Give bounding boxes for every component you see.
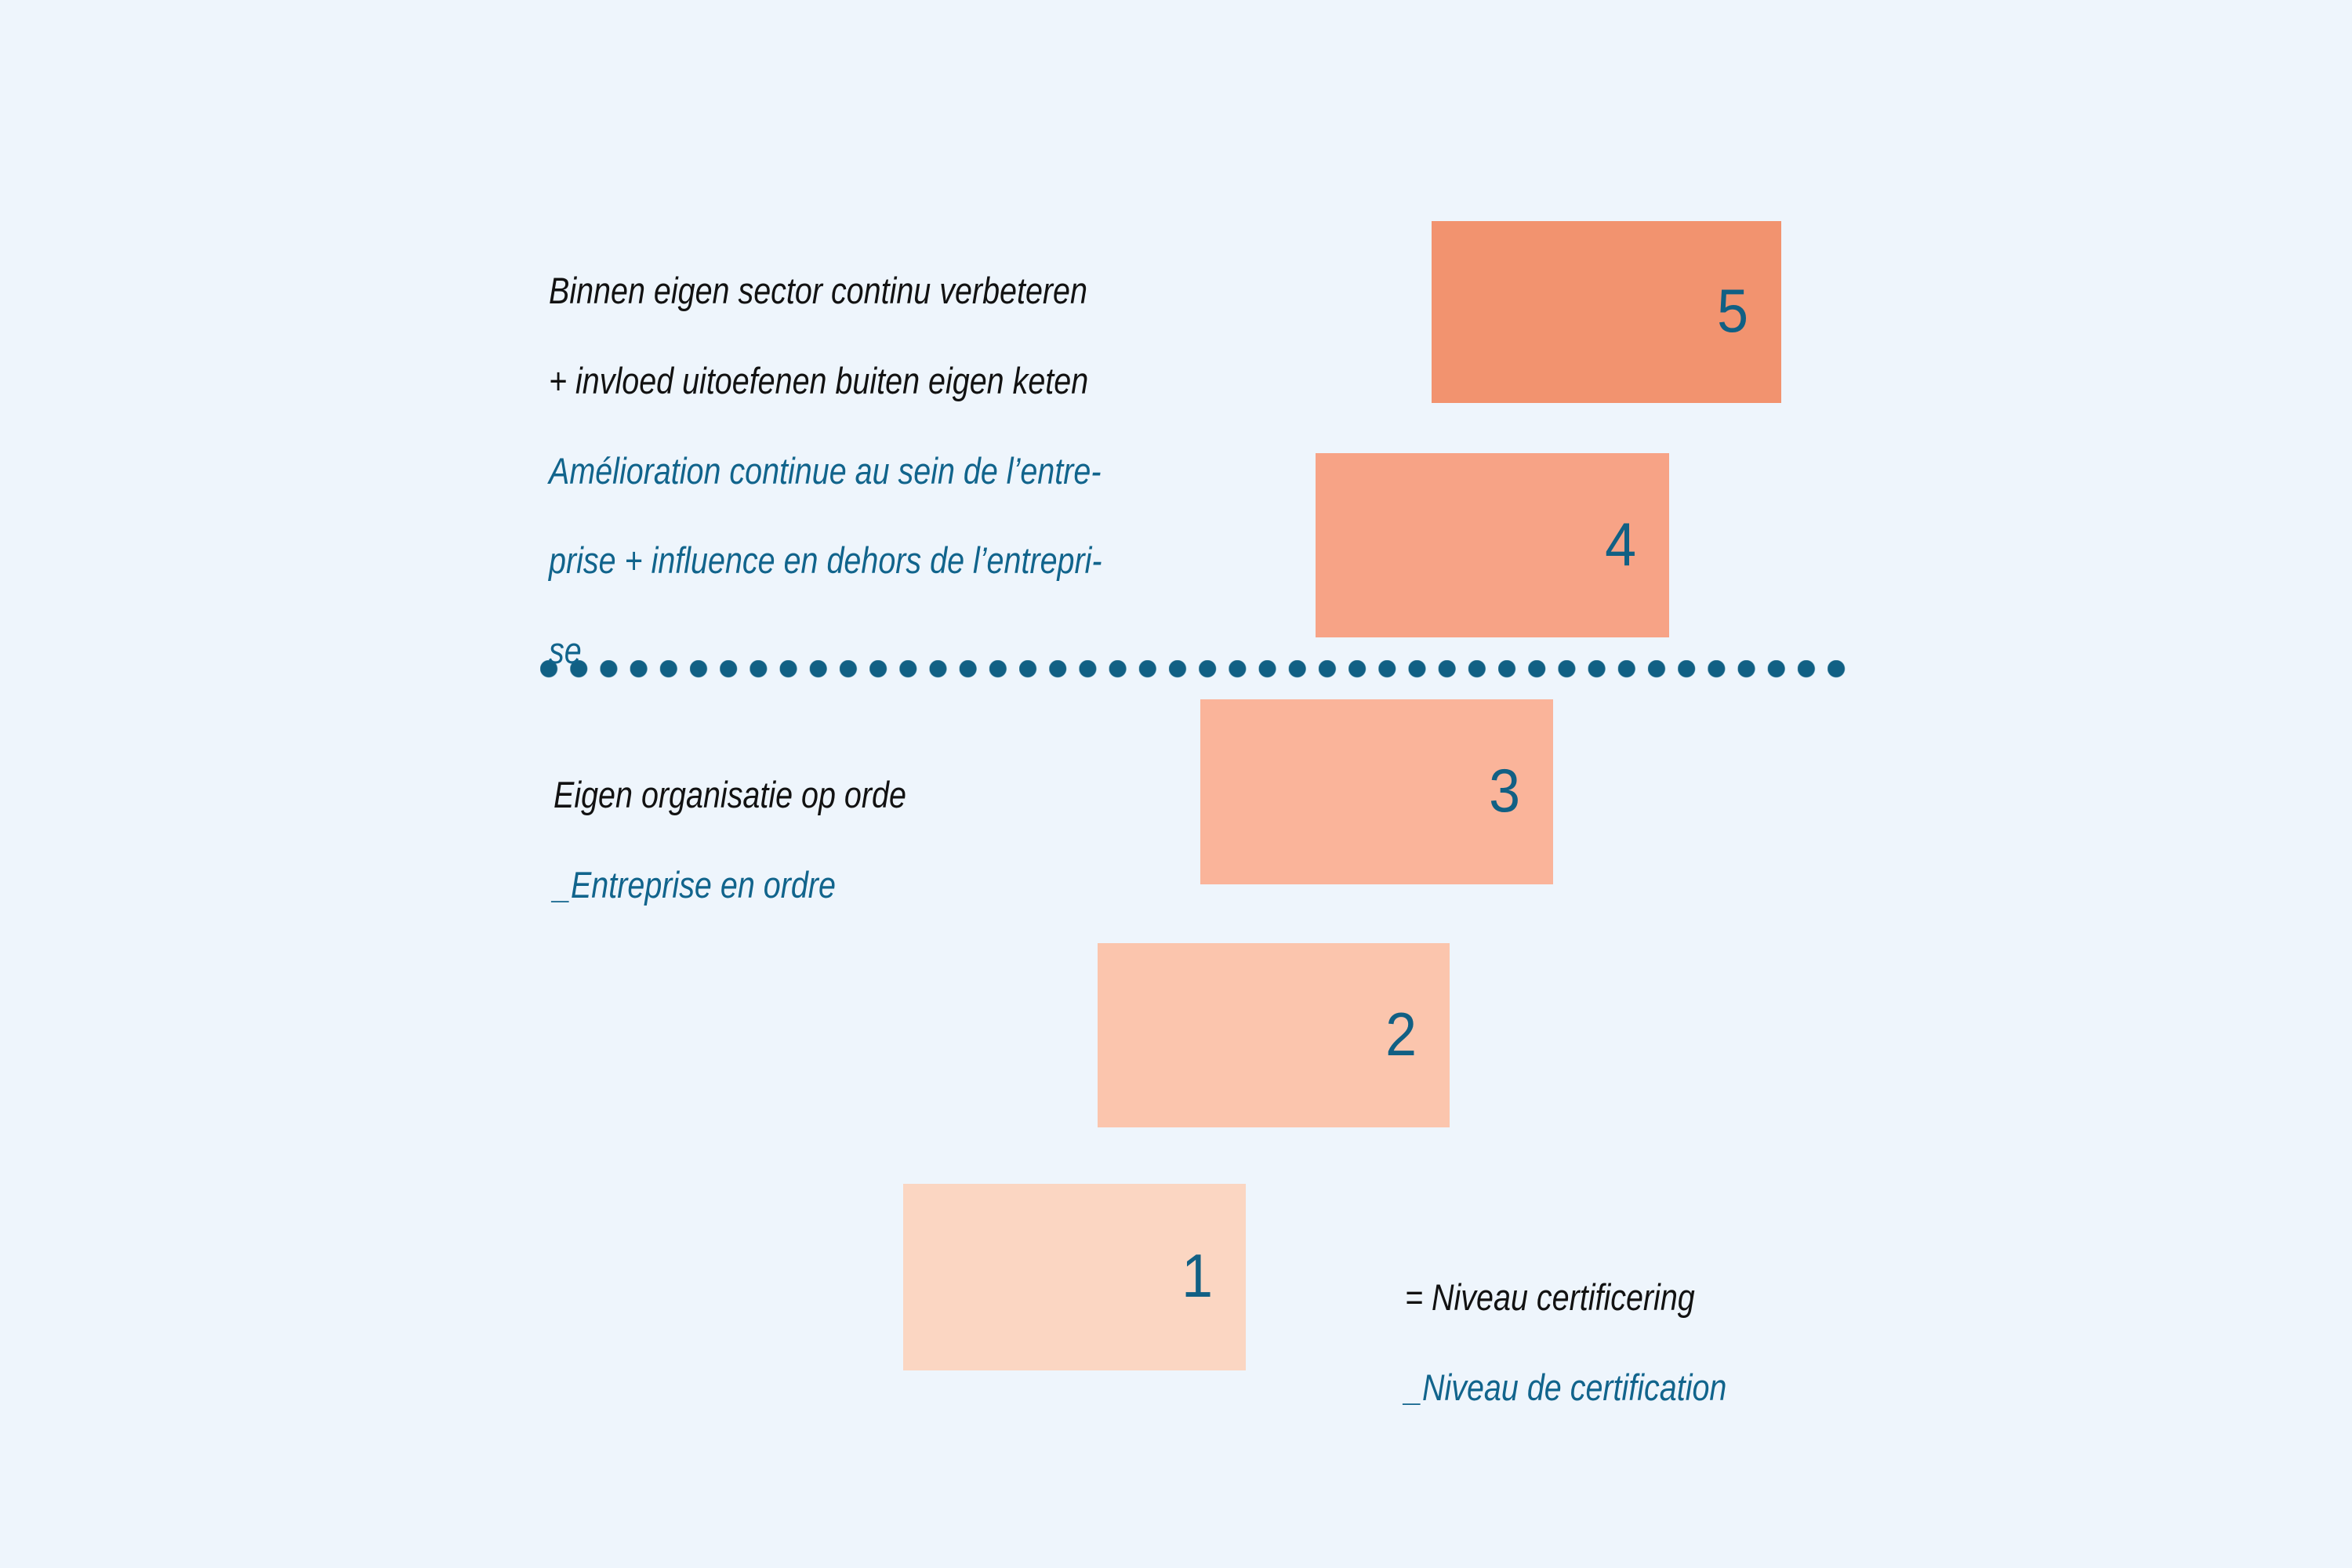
upper-zone-label-nl-line2: + invloed uitoefenen buiten eigen keten [549, 359, 1089, 401]
lower-zone-label-fr: _Entreprise en ordre [554, 863, 836, 906]
bar-level-2: 2 [1098, 943, 1450, 1127]
bar-level-3: 3 [1200, 699, 1553, 884]
upper-zone-label: Binnen eigen sector continu verbeteren +… [549, 223, 1529, 718]
bar-level-4-value: 4 [1604, 509, 1636, 579]
bar-level-4: 4 [1316, 453, 1669, 637]
dotted-divider [540, 660, 1856, 678]
upper-zone-label-fr-line1: Amélioration continue au sein de l’entre… [549, 449, 1102, 492]
upper-zone-label-fr-line3: se [549, 629, 582, 671]
certification-legend-nl: = Niveau certificering [1405, 1276, 1695, 1319]
lower-zone-label-nl: Eigen organisatie op orde [554, 774, 906, 816]
lower-zone-label: Eigen organisatie op orde _Entreprise en… [554, 728, 1338, 953]
certification-legend-fr: _Niveau de certification [1405, 1366, 1727, 1408]
bar-level-1: 1 [903, 1184, 1246, 1370]
bar-level-1-value: 1 [1181, 1241, 1213, 1310]
upper-zone-label-fr-line2: prise + influence en dehors de l’entrepr… [549, 539, 1102, 582]
bar-level-3-value: 3 [1488, 756, 1520, 825]
bar-level-5-value: 5 [1716, 276, 1748, 345]
upper-zone-label-nl-line1: Binnen eigen sector continu verbeteren [549, 270, 1087, 312]
bar-level-5: 5 [1432, 221, 1781, 403]
certification-legend: = Niveau certificering _Niveau de certif… [1405, 1230, 2111, 1455]
bar-level-2-value: 2 [1385, 999, 1417, 1069]
